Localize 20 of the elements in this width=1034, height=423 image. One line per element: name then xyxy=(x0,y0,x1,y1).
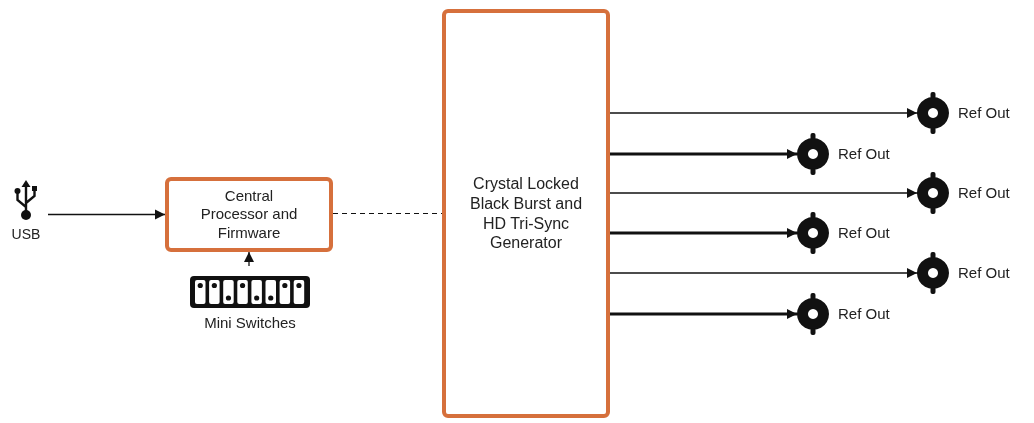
arrow xyxy=(609,268,918,278)
arrow xyxy=(610,309,797,319)
arrow xyxy=(609,108,918,118)
arrow xyxy=(610,149,797,159)
arrow xyxy=(610,228,797,238)
arrow xyxy=(244,251,254,267)
arrow xyxy=(609,188,918,198)
port-label: Ref Out xyxy=(958,183,1010,203)
arrow xyxy=(47,209,166,220)
process-box xyxy=(442,9,610,418)
process-box xyxy=(165,177,333,252)
port-label: Ref Out xyxy=(838,304,890,324)
box-label: Crystal Locked Black Burst and HD Tri-Sync Generator xyxy=(468,174,584,253)
port-label: USB xyxy=(11,226,41,244)
switch-label: Mini Switches xyxy=(204,314,296,333)
port-label: Ref Out xyxy=(838,223,890,243)
box-label: Central Processor and Firmware xyxy=(199,187,299,242)
port-label: Ref Out xyxy=(958,103,1010,123)
port-label: Ref Out xyxy=(958,263,1010,283)
port-label: Ref Out xyxy=(838,144,890,164)
